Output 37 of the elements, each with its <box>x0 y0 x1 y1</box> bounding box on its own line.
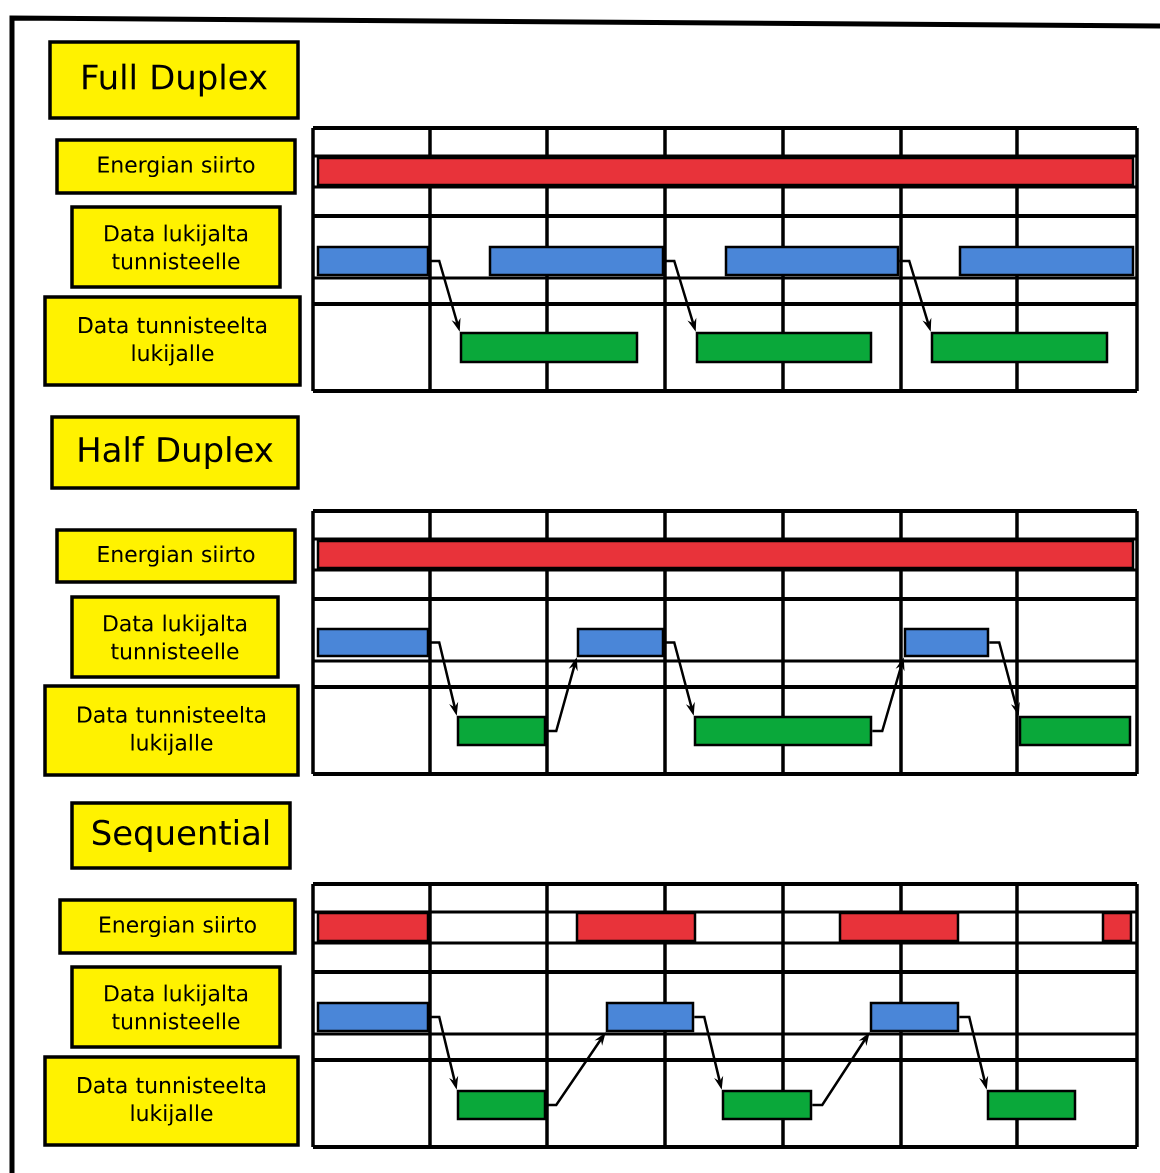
signal-bar <box>459 331 639 364</box>
signal-bar <box>958 245 1135 277</box>
row-label-box: Data lukijalta tunnisteelle <box>70 595 280 679</box>
title-box: Full Duplex <box>48 40 300 120</box>
signal-bar <box>838 911 960 943</box>
row-label-box: Data tunnisteelta lukijalle <box>43 1055 300 1147</box>
signal-bar <box>456 1089 547 1121</box>
row-label-box: Energian siirto <box>55 138 297 195</box>
signal-bar <box>695 331 873 364</box>
signal-bar <box>456 715 547 747</box>
signal-bar <box>724 245 900 277</box>
signal-bar <box>316 911 430 943</box>
signal-bar <box>316 1001 430 1033</box>
signal-bar <box>316 156 1135 187</box>
signal-bar <box>488 245 665 277</box>
signal-bar <box>605 1001 695 1033</box>
title-box: Half Duplex <box>50 415 300 490</box>
row-label-box: Energian siirto <box>55 528 297 584</box>
signal-bar <box>986 1089 1077 1121</box>
row-label-box: Data tunnisteelta lukijalle <box>43 295 302 387</box>
row-label-box: Data lukijalta tunnisteelle <box>70 965 282 1049</box>
title-box: Sequential <box>70 801 292 870</box>
signal-bar <box>693 715 873 747</box>
row-label-box: Data tunnisteelta lukijalle <box>43 684 300 777</box>
signal-bar <box>1101 911 1133 943</box>
signal-bar <box>1018 715 1132 747</box>
signal-bar <box>316 627 430 658</box>
row-label-box: Energian siirto <box>58 898 297 955</box>
signal-bar <box>903 627 990 658</box>
signal-bar <box>316 245 430 277</box>
signal-bar <box>869 1001 960 1033</box>
signal-bar <box>930 331 1109 364</box>
signal-bar <box>316 539 1135 570</box>
signal-bar <box>576 627 665 658</box>
row-label-box: Data lukijalta tunnisteelle <box>70 205 282 289</box>
signal-bar <box>721 1089 813 1121</box>
signal-bar <box>575 911 697 943</box>
